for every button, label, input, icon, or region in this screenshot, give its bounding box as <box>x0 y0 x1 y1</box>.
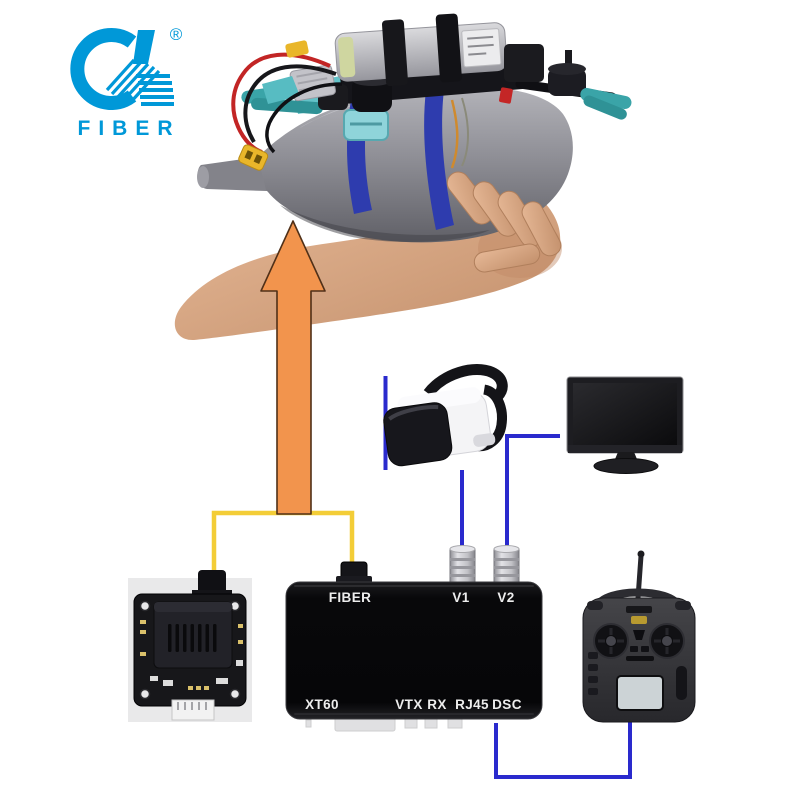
rc-transmitter <box>582 550 696 723</box>
gl-logo-mark: ® <box>70 25 183 110</box>
xt60-connector <box>238 144 269 171</box>
pcb-module <box>128 570 252 722</box>
gimbal-left <box>593 623 629 659</box>
drone-photo <box>174 13 632 341</box>
radio-lcd-screen <box>616 675 664 711</box>
bnc-connector-v1 <box>449 545 476 584</box>
gimbal-right <box>649 623 685 659</box>
brand-logo: ® FIBER <box>60 24 190 141</box>
transmission-box <box>285 545 543 732</box>
monitor <box>566 376 684 474</box>
hand-fingers <box>446 171 562 273</box>
fiber-line-yellow <box>211 510 355 572</box>
bnc-connector-v2 <box>493 545 520 584</box>
brand-name: FIBER <box>77 117 181 140</box>
fpv-goggles <box>383 364 508 467</box>
up-arrow <box>260 220 326 515</box>
drone-frame <box>231 13 632 171</box>
dsc-to-radio-line <box>494 722 632 779</box>
heatsink-vents <box>168 624 217 652</box>
registered-mark: ® <box>170 25 183 44</box>
monitor-to-v2-line <box>505 434 560 546</box>
